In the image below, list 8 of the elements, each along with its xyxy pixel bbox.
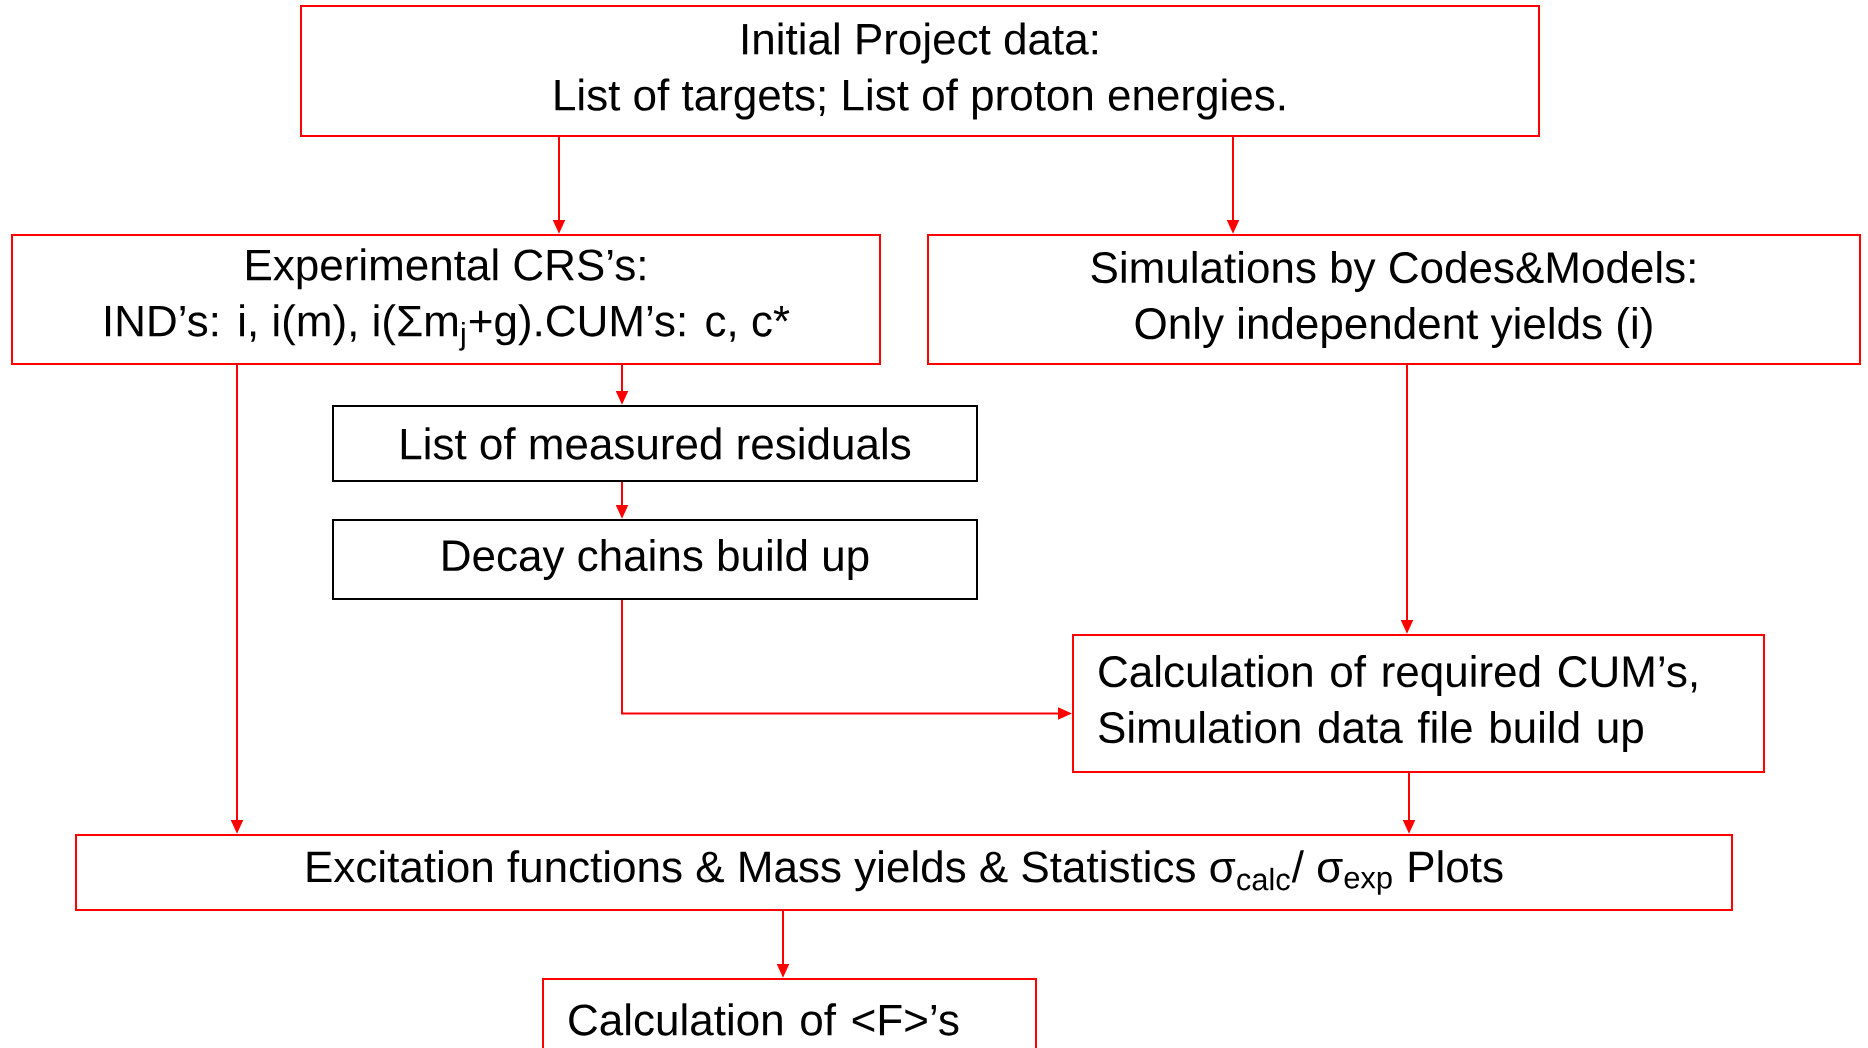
process-box: Decay chains build up [332, 519, 978, 600]
process-box: Experimental CRS’s: IND’s: i, i(m), i(Σm$_{j}$+g).CUM’s: c, c* [11, 234, 881, 365]
process-box: Calculation of required CUM’s, Simulation data file build up [1072, 634, 1765, 773]
process-box: Initial Project data: List of targets; List of proton energies. [300, 5, 1540, 137]
process-box: List of measured residuals [332, 405, 978, 482]
process-box: Calculation of <F>’s [542, 978, 1037, 1048]
process-box: Excitation functions & Mass yields & Statistics σ$_{calc}$/ σ$_{exp}$ Plots [75, 834, 1733, 911]
process-box: Simulations by Codes&Models: Only independent yields (i) [927, 234, 1861, 365]
